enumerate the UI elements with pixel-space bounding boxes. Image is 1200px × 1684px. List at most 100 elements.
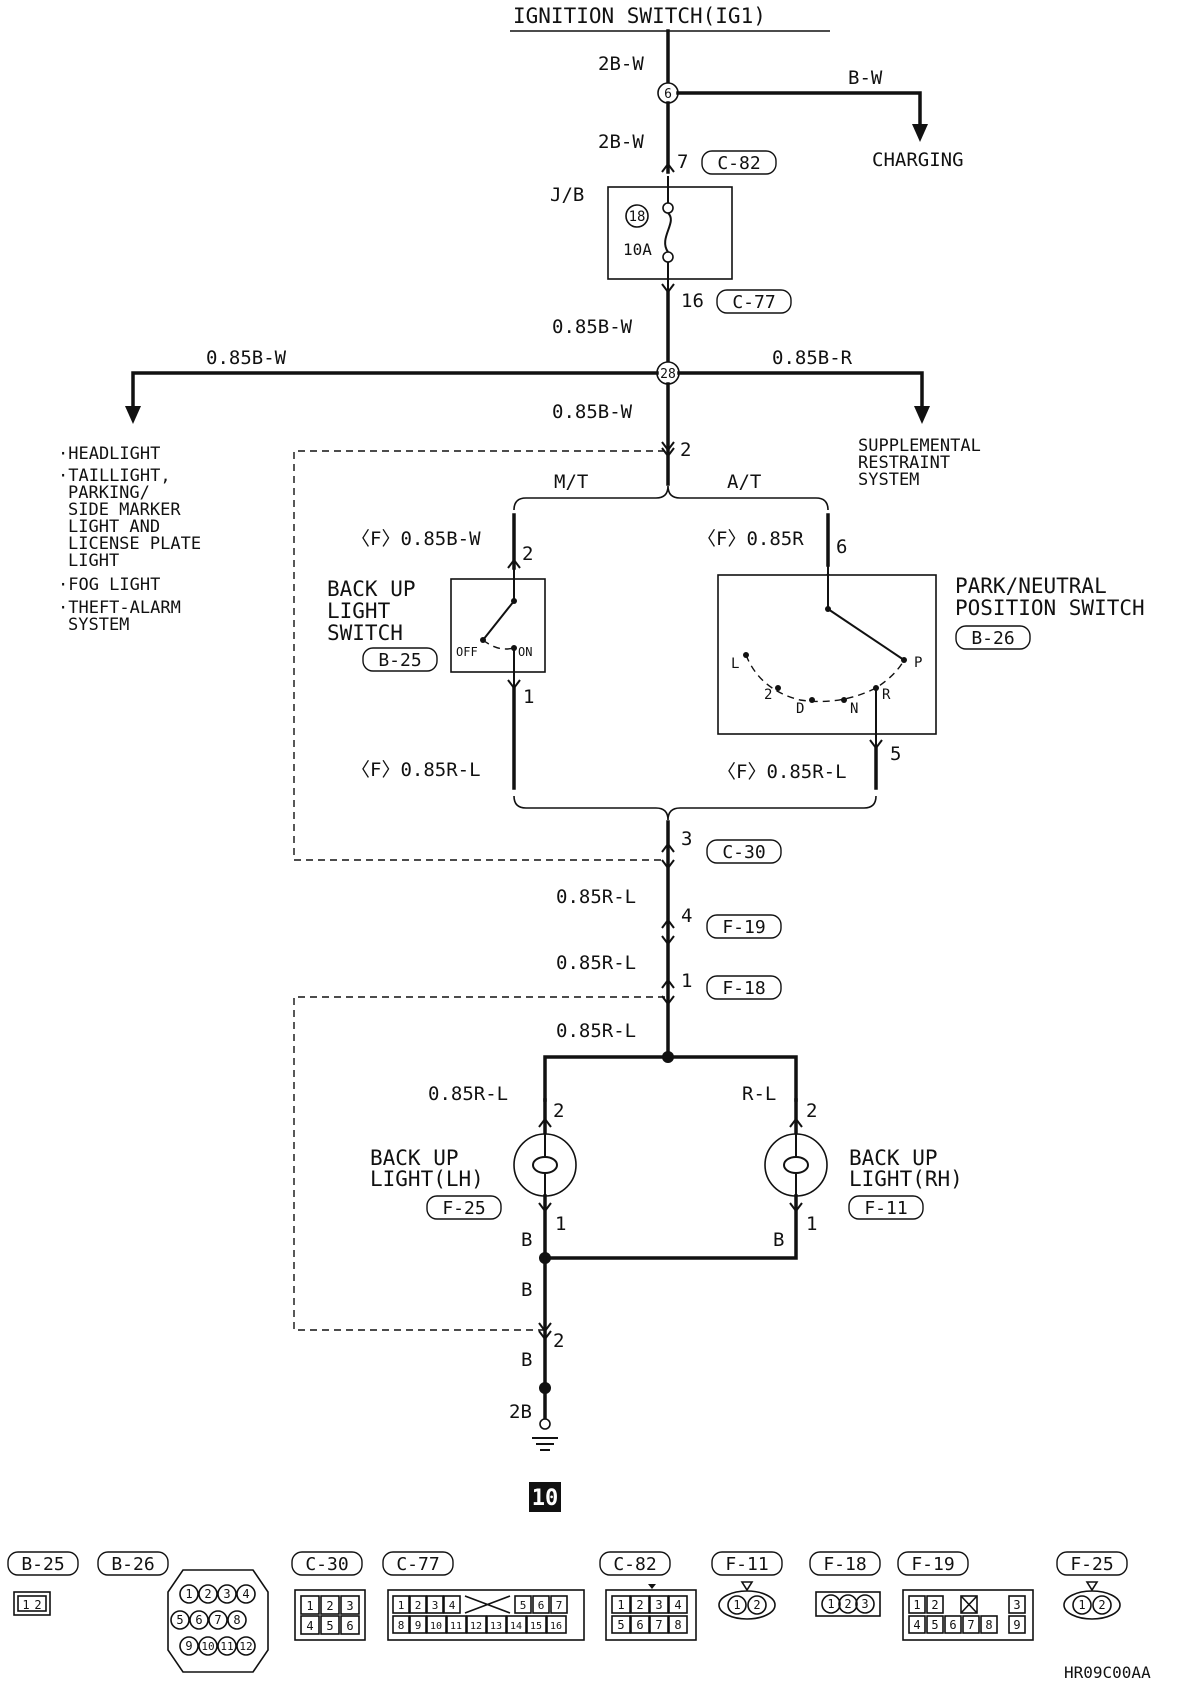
pn-contact-l: [743, 652, 749, 658]
face-b26-pin12: 12: [239, 1640, 252, 1653]
face-b26-pin10: 10: [201, 1640, 214, 1653]
dest-srs-2: SYSTEM: [858, 470, 919, 490]
face-c77-pin10: 10: [430, 1621, 442, 1632]
connector-b26: B-26: [971, 628, 1014, 649]
lh-label-0: BACK UP: [370, 1146, 459, 1170]
f18-mark-2: [661, 995, 675, 1006]
wire-label-lh-out: B: [521, 1229, 532, 1251]
face-c30: [294, 1589, 366, 1641]
splice-28-label: 28: [660, 367, 676, 382]
c30-mark: [661, 842, 675, 853]
connector-tag-c30: [706, 839, 782, 864]
face-code-c82: C-82: [613, 1554, 656, 1575]
face-f19-pin7: 7: [967, 1618, 974, 1632]
face-c82-pin2: 2: [636, 1598, 643, 1612]
figure-id: HR09C00AA: [1064, 1663, 1151, 1682]
splice-6-label: 6: [664, 87, 672, 102]
face-f25: [1063, 1590, 1121, 1620]
wire-label-top-main: 2B-W: [598, 53, 644, 75]
wire-label-to-cj: 2B-W: [598, 131, 644, 153]
connector-faces: B-25 1 2 B-26 1 2 3 4 5 6 7 8 9 10 11 12…: [7, 1551, 1128, 1673]
pn-contact-2: [775, 685, 781, 691]
face-f19-pin9: 9: [1013, 1618, 1020, 1632]
lh-label-1: LIGHT(LH): [370, 1167, 484, 1191]
pn-pos-2: 2: [764, 687, 772, 703]
pin-lh-bottom: 1: [555, 1213, 566, 1235]
face-c82: [605, 1589, 697, 1641]
label-at: A/T: [727, 471, 761, 493]
connector-f18: F-18: [722, 978, 765, 999]
dest-left-8: ·THEFT-ALARM: [58, 598, 181, 618]
face-f11: [718, 1590, 776, 1620]
fuse-terminal-bottom: [662, 251, 674, 263]
connector-c77: C-77: [732, 292, 775, 313]
dest-left-6: LIGHT: [68, 551, 119, 571]
pin-c30: 3: [681, 828, 692, 850]
face-tag-f25: [1056, 1551, 1128, 1576]
sw-off-label: OFF: [456, 645, 478, 659]
face-b26-pins: 1 2 3 4 5 6 7 8 9 10 11 12: [170, 1584, 256, 1656]
face-c82-pin4: 4: [674, 1598, 681, 1612]
face-f11-pin1: 1: [733, 1598, 740, 1612]
face-f19-pin6: 6: [949, 1618, 956, 1632]
fuse-terminal-top: [662, 202, 674, 214]
face-f19-pin8: 8: [985, 1618, 992, 1632]
face-code-f11: F-11: [725, 1554, 768, 1575]
face-f18-pin2: 2: [844, 1597, 851, 1611]
brace-bottom: [513, 795, 877, 821]
face-code-c77: C-77: [396, 1554, 439, 1575]
dest-left-7: ·FOG LIGHT: [58, 575, 160, 595]
face-c82-pin3: 3: [655, 1598, 662, 1612]
face-code-b25: B-25: [21, 1554, 64, 1575]
pin-mt-bottom: 1: [523, 686, 534, 708]
pn-pos-n: N: [850, 701, 858, 717]
wire-label-right-branch: 0.85B-R: [772, 347, 853, 369]
f18-mark: [661, 978, 675, 989]
pin-f18: 1: [681, 970, 692, 992]
face-tag-c77: [382, 1551, 454, 1576]
face-c77-pin2: 2: [415, 1599, 422, 1612]
face-c77-pin1: 1: [398, 1599, 405, 1612]
wire-label-ground-1: B: [521, 1279, 532, 1301]
dest-left-0: ·HEADLIGHT: [58, 444, 160, 464]
face-b25-pin2: 2: [34, 1598, 41, 1612]
wire-label-after-fuse: 0.85B-W: [552, 316, 633, 338]
connector-tag-f18: [706, 975, 782, 1000]
connector-b25: B-25: [378, 650, 421, 671]
pn-pos-l: L: [731, 656, 739, 672]
face-c82-pin8: 8: [674, 1618, 681, 1632]
f19-mark-2: [661, 935, 675, 946]
face-f18-pin1: 1: [827, 1597, 834, 1611]
left-destinations: ·HEADLIGHT ·TAILLIGHT, PARKING/ SIDE MAR…: [58, 444, 201, 635]
rh-in-mark: [789, 1117, 803, 1128]
sw-on-label: ON: [518, 645, 532, 659]
face-tag-f18: [809, 1551, 881, 1576]
wire-lamp-bus-top: [543, 1055, 798, 1102]
connector-f11: F-11: [864, 1198, 907, 1219]
face-c77-pin4: 4: [449, 1599, 456, 1612]
face-b25-inner: [17, 1595, 47, 1612]
face-c77-pins: 1 2 3 4 5 6 7 8 9 10 11 12 13 14 15 16: [392, 1595, 568, 1634]
arrow-right-branch: [914, 406, 930, 424]
face-c77-pin14: 14: [510, 1621, 522, 1632]
wire-label-ground-2: B: [521, 1349, 532, 1371]
lh-in-mark: [538, 1117, 552, 1128]
arrow-left-branch: [125, 406, 141, 424]
c30-mark-2: [661, 859, 675, 870]
pin-c77: 16: [681, 290, 704, 312]
pn-blade: [827, 608, 905, 661]
face-c30-pin6: 6: [346, 1619, 353, 1633]
face-tag-f19: [897, 1551, 969, 1576]
bus-label-0: BACK UP: [327, 577, 416, 601]
wire-label-mt-out: 〈F〉0.85R-L: [351, 759, 481, 781]
face-c77-pin7: 7: [556, 1599, 563, 1612]
gnd-mark: [538, 1322, 552, 1333]
face-c77-pin9: 9: [415, 1619, 422, 1632]
connector-tag-c77: [716, 289, 792, 314]
dest-srs-0: SUPPLEMENTAL: [858, 436, 981, 456]
wire-label-f19-f18: 0.85R-L: [556, 952, 636, 974]
ground-terminal: [539, 1418, 551, 1430]
pin-j2: 2: [680, 439, 691, 461]
pin-mt-top: 2: [522, 543, 533, 565]
face-c77-pin8: 8: [398, 1619, 405, 1632]
